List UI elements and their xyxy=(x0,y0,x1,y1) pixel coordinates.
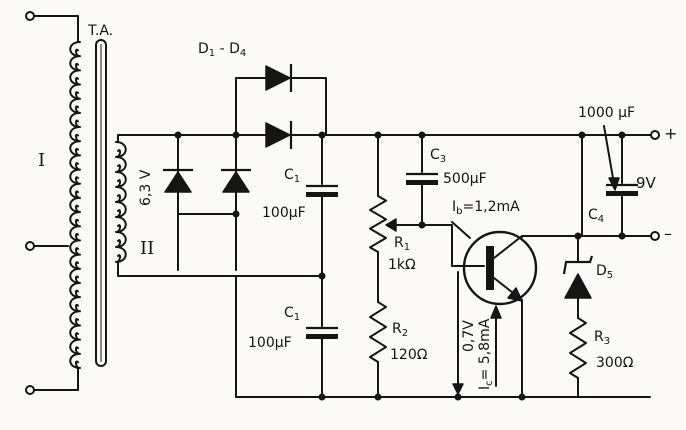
secondary-winding xyxy=(115,141,127,263)
r1-value: 1kΩ xyxy=(388,257,416,273)
transformer-core xyxy=(95,39,107,367)
primary-terminal-top xyxy=(25,11,35,21)
output-voltage: 9V xyxy=(636,174,656,192)
primary-terminal-bottom xyxy=(25,385,35,395)
collector-current-label: Ic= 5,8mA xyxy=(477,318,495,390)
d5-label: D5 xyxy=(596,263,614,281)
secondary-voltage: 6,3 V xyxy=(138,169,154,206)
r1-label: R1 xyxy=(394,235,411,253)
capacitor-c1-top xyxy=(306,134,338,277)
output-plus-sign: + xyxy=(664,124,678,143)
junction-dots xyxy=(174,131,626,401)
r2-value: 120Ω xyxy=(390,347,428,363)
resistor-r3 xyxy=(569,317,587,398)
c1-top-label: C1 xyxy=(284,167,301,185)
rectifier-label: D1 - D4 xyxy=(198,41,247,59)
zener-d5 xyxy=(562,235,594,319)
primary-winding xyxy=(69,41,81,369)
c1-top-value: 100µF xyxy=(262,205,306,221)
diode-d4 xyxy=(222,171,250,193)
r3-label: R3 xyxy=(594,329,611,347)
capacitor-c4 xyxy=(603,125,638,237)
diode-d2 xyxy=(265,122,291,148)
rectifier-bridge xyxy=(163,64,327,398)
primary-leads xyxy=(25,11,79,395)
r3-value: 300Ω xyxy=(596,355,634,371)
capacitor-c1-bottom xyxy=(306,275,338,398)
output-minus-sign: – xyxy=(664,224,672,243)
secondary-return-wire xyxy=(117,261,323,277)
potentiometer-r1 xyxy=(369,134,421,303)
output-terminal-plus[interactable] xyxy=(650,130,660,140)
base-current-label: Ib=1,2mA xyxy=(452,199,520,217)
resistor-r2 xyxy=(369,301,387,398)
positive-rail xyxy=(117,134,651,143)
diode-d1 xyxy=(265,65,291,91)
r2-label: R2 xyxy=(392,321,409,339)
base-wire xyxy=(419,224,485,267)
c3-label: C3 xyxy=(430,147,447,165)
primary-label: I xyxy=(38,150,46,171)
transistor xyxy=(462,230,651,398)
c1-bottom-value: 100µF xyxy=(248,335,292,351)
c4-value: 1000 µF xyxy=(578,105,636,121)
diode-d3 xyxy=(164,171,192,193)
c4-label: C4 xyxy=(588,207,605,225)
c1-bottom-label: C1 xyxy=(284,305,301,323)
secondary-label: II xyxy=(140,238,155,259)
output-terminal-minus[interactable] xyxy=(650,231,660,241)
capacitor-c3 xyxy=(406,134,438,226)
vbe-label: 0,7V xyxy=(461,320,477,352)
primary-terminal-middle xyxy=(25,241,35,251)
ic-arrow xyxy=(490,305,502,387)
c3-value: 500µF xyxy=(443,171,487,187)
transformer-label: T.A. xyxy=(88,23,114,39)
vbe-arrow xyxy=(452,271,464,395)
